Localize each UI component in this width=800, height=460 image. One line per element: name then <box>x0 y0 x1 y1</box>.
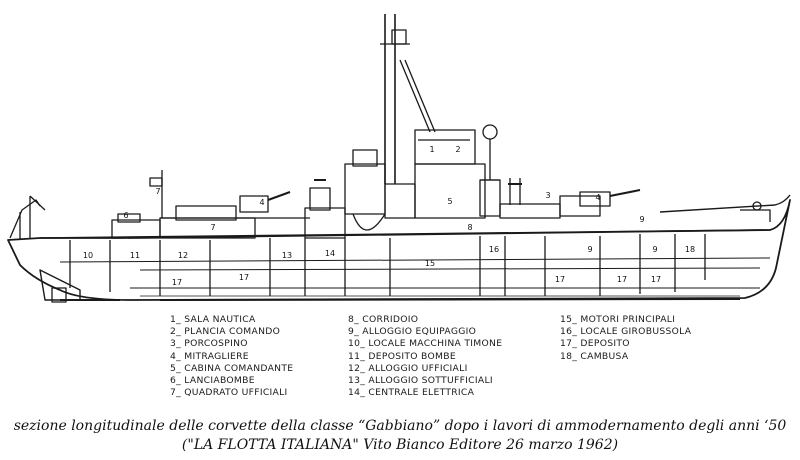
legend-item: 2_ PLANCIA COMANDO <box>170 326 281 338</box>
ship-label-4-aft: 4 <box>259 198 264 207</box>
ship-label-11: 11 <box>130 251 140 260</box>
legend-item: 14_ CENTRALE ELETTRICA <box>348 387 475 399</box>
ship-label-9-b: 9 <box>587 245 592 254</box>
ship-label-2: 2 <box>455 145 460 154</box>
legend-item: 8_ CORRIDOIO <box>348 314 419 325</box>
legend-item: 4_ MITRAGLIERE <box>170 350 249 362</box>
ship-label-17-a: 17 <box>172 278 182 287</box>
ship-label-17-b: 17 <box>239 273 249 282</box>
ship-label-15: 15 <box>425 259 435 268</box>
legend-item: 17_ DEPOSITO <box>560 338 630 350</box>
legend-item: 13_ ALLOGGIO SOTTUFFICIALI <box>348 375 493 387</box>
legend-item: 12_ ALLOGGIO UFFICIALI <box>348 362 468 374</box>
ship-label-5: 5 <box>447 197 452 206</box>
ship-label-7-small: 7 <box>155 187 160 196</box>
legend-item: 15_ MOTORI PRINCIPALI <box>560 314 676 325</box>
legend-item: 6_ LANCIABOMBE <box>170 375 255 387</box>
ship-label-17-c: 17 <box>555 275 565 284</box>
legend-item: 16_ LOCALE GIROBUSSOLA <box>560 326 692 338</box>
caption-line-2: ("LA FLOTTA ITALIANA" Vito Bianco Editor… <box>181 437 619 453</box>
ship-label-4-fwd: 4 <box>595 193 600 202</box>
ship-label-13: 13 <box>282 251 292 260</box>
ship-label-17-e: 17 <box>651 275 661 284</box>
legend-column-3: 15_ MOTORI PRINCIPALI 16_ LOCALE GIROBUS… <box>560 314 691 363</box>
legend-item: 11_ DEPOSITO BOMBE <box>348 350 456 362</box>
legend-item: 18_ CAMBUSA <box>560 350 629 362</box>
ship-label-14: 14 <box>325 249 335 258</box>
ship-label-16: 16 <box>489 245 499 254</box>
ship-label-9-a: 9 <box>639 215 644 224</box>
caption-line-1: sezione longitudinale delle corvette del… <box>13 418 787 434</box>
ship-label-12: 12 <box>178 251 188 260</box>
legend-item: 3_ PORCOSPINO <box>170 338 248 350</box>
legend-column-2: 8_ CORRIDOIO 9_ ALLOGGIO EQUIPAGGIO 10_ … <box>348 314 502 399</box>
ship-label-17-d: 17 <box>617 275 627 284</box>
hull-outline <box>7 199 791 301</box>
ship-label-8: 8 <box>467 223 472 232</box>
legend-item: 10_ LOCALE MACCHINA TIMONE <box>348 338 503 350</box>
ship-label-6: 6 <box>123 211 128 220</box>
ship-label-7-aft: 7 <box>210 223 215 232</box>
legend-column-1: 1_ SALA NAUTICA 2_ PLANCIA COMANDO 3_ PO… <box>170 314 293 399</box>
ship-label-10: 10 <box>83 251 93 260</box>
legend-item: 1_ SALA NAUTICA <box>170 314 256 325</box>
legend-item: 7_ QUADRATO UFFICIALI <box>170 387 288 399</box>
ship-label-3: 3 <box>545 191 550 200</box>
ship-section-drawing: 1 2 3 4 4 5 6 7 7 8 9 9 9 10 11 12 13 14… <box>7 14 791 303</box>
ship-label-18: 18 <box>685 245 695 254</box>
ship-label-1: 1 <box>429 145 434 154</box>
ship-label-9-c: 9 <box>652 245 657 254</box>
legend-item: 9_ ALLOGGIO EQUIPAGGIO <box>348 326 477 338</box>
legend-item: 5_ CABINA COMANDANTE <box>170 362 294 374</box>
